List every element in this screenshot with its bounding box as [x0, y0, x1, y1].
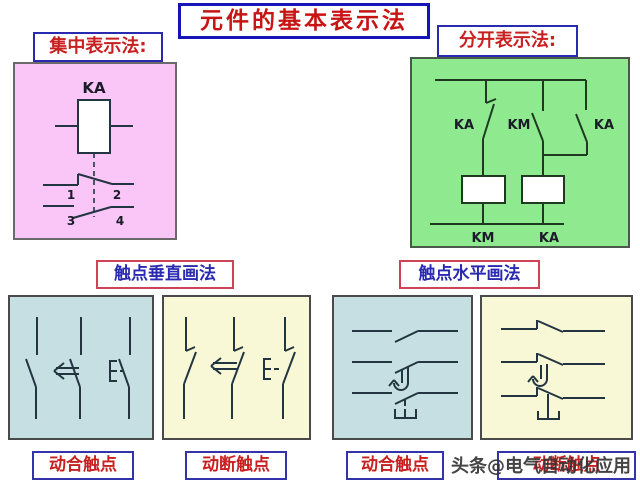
contact-label-ka-right: KA	[594, 118, 614, 133]
no-contact-plain-symbol	[25, 317, 38, 419]
horizontal-no-contacts-box	[332, 295, 473, 440]
vertical-nc-contacts-drawing	[183, 317, 296, 419]
relay-coil: KA	[55, 79, 133, 154]
contact-label-ka-left: KA	[454, 118, 474, 133]
terminal-1: 1	[67, 188, 75, 202]
coil-label-ka: KA	[539, 231, 559, 246]
terminal-4: 4	[116, 214, 124, 228]
nc-contact-e-symbol	[501, 387, 605, 420]
relay-centralized-schematic: KA 1 2 3 4	[43, 79, 134, 228]
separated-diagram-panel: KA KM KA KM K	[410, 57, 630, 248]
centralized-diagram-panel: KA 1 2 3 4	[13, 62, 177, 240]
contact-label-km: KM	[507, 118, 530, 133]
horizontal-no-contacts-drawing	[352, 330, 458, 419]
caption-no-contact-vertical: 动合触点	[32, 451, 134, 480]
no-contact-e-symbol	[352, 392, 458, 419]
caption-nc-contact-vertical: 动断触点	[185, 451, 287, 480]
coil-label-km: KM	[471, 231, 494, 246]
vertical-no-contacts-drawing	[25, 317, 131, 419]
centralized-method-label: 集中表示法:	[33, 32, 163, 62]
no-contact-3-4: 3 4	[43, 205, 134, 228]
vertical-drawing-label: 触点垂直画法	[96, 260, 234, 289]
nc-contact-arrow-symbol	[501, 353, 605, 387]
vertical-no-contacts-box	[8, 295, 154, 440]
no-contact-arrow-symbol	[352, 361, 458, 391]
ka-no-contact-branch: KA	[543, 80, 614, 156]
watermark-text: 头条@电气自动化应用	[451, 456, 631, 477]
caption-nc-contact-horizontal: 动断触点	[497, 451, 636, 480]
vertical-nc-contacts-box	[162, 295, 311, 440]
terminal-3: 3	[67, 214, 75, 228]
coil-label: KA	[82, 79, 106, 97]
horizontal-nc-contacts-drawing	[501, 320, 605, 420]
nc-contact-plain-symbol	[183, 317, 197, 419]
no-contact-plain-symbol	[352, 330, 458, 343]
horizontal-drawing-label: 触点水平画法	[399, 260, 540, 289]
no-contact-e-symbol	[109, 317, 131, 419]
no-contact-arrow-symbol	[53, 317, 82, 419]
horizontal-nc-contacts-box	[480, 295, 633, 440]
ladder-circuit-schematic: KA KM KA KM K	[430, 79, 614, 246]
ka-nc-contact-branch: KA	[454, 80, 497, 176]
km-coil: KM	[461, 175, 506, 246]
terminal-2: 2	[113, 188, 121, 202]
nc-contact-1-2: 1 2	[43, 173, 134, 202]
separated-method-label: 分开表示法:	[437, 25, 578, 57]
page-title: 元件的基本表示法	[178, 3, 430, 39]
ka-coil: KA	[521, 175, 565, 246]
caption-no-contact-horizontal: 动合触点	[346, 451, 444, 480]
km-no-contact-branch: KM	[507, 80, 544, 176]
nc-contact-arrow-symbol	[210, 317, 245, 419]
nc-contact-plain-symbol	[501, 320, 605, 333]
nc-contact-e-symbol	[263, 317, 296, 419]
